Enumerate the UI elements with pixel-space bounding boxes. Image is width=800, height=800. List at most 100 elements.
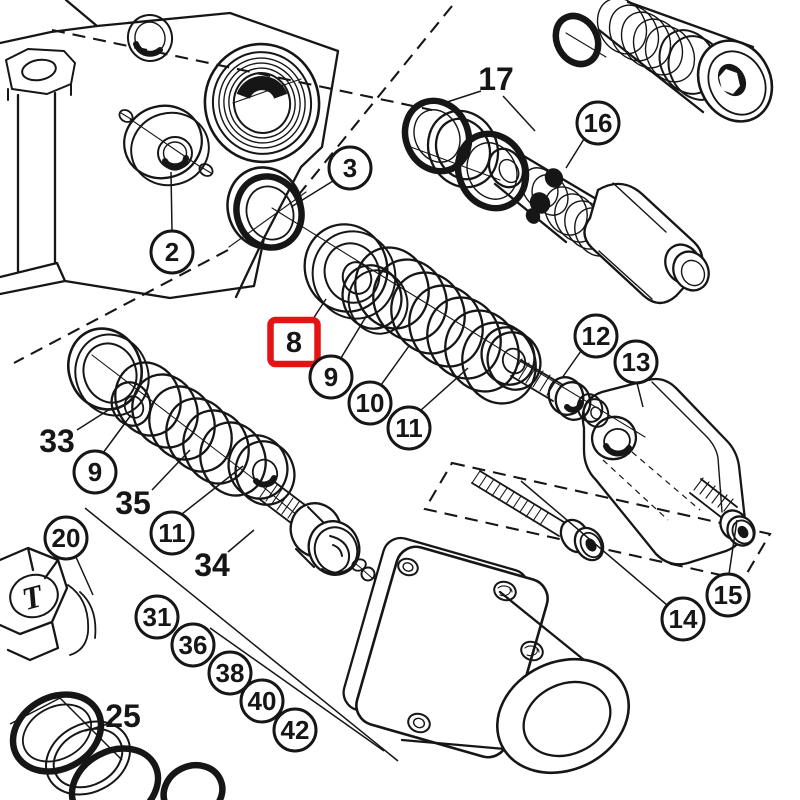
callout-balloon [613, 339, 659, 385]
drawing-ellipse [547, 376, 585, 416]
callout-leader-9 [102, 414, 132, 454]
callout-number: 35 [115, 485, 151, 521]
drawing-ellipse [67, 327, 143, 411]
drawing-ellipse [52, 727, 124, 789]
callout-balloon [573, 313, 619, 359]
drawing-ellipse [9, 573, 59, 619]
callout-leader-9 [340, 314, 368, 359]
drawing-ellipse [498, 158, 520, 184]
callout-balloon [134, 594, 180, 640]
callout-number: 15 [714, 580, 743, 610]
spring-35 [114, 361, 267, 497]
thread-hatch [511, 358, 558, 396]
stud-and-nut-12 [510, 358, 610, 428]
part-callout-15[interactable]: 15 [705, 572, 751, 618]
drawing-ellipse [228, 67, 296, 139]
part-callout-9[interactable]: 9 [72, 449, 118, 495]
part-callout-11[interactable]: 11 [149, 510, 195, 556]
spring-10 [354, 246, 537, 405]
drawing-ellipse [114, 361, 182, 437]
callout-leader-35 [151, 449, 191, 491]
drawing-ellipse [218, 57, 306, 149]
part-callout-38[interactable]: 38 [207, 650, 253, 696]
callout-leader-11 [419, 367, 469, 412]
part-callout-17[interactable]: 17 [478, 61, 514, 97]
part-callout-34[interactable]: 34 [194, 547, 230, 583]
part-callout-40[interactable]: 40 [239, 678, 285, 724]
cover-bore [590, 415, 638, 461]
drawing-ellipse [480, 326, 536, 386]
callout-number: 16 [584, 108, 613, 138]
part-callout-42[interactable]: 42 [272, 707, 318, 753]
drawing-path [497, 585, 513, 597]
drawing-ellipse [131, 373, 199, 449]
part-callout-33[interactable]: 33 [39, 423, 75, 459]
drawing-ellipse [680, 259, 706, 287]
part-callout-35[interactable]: 35 [115, 485, 151, 521]
adjusting-screw-34 [257, 479, 361, 576]
part-callout-2[interactable]: 2 [149, 229, 195, 275]
callout-leader-10 [380, 345, 410, 386]
o-ring-set-25 [9, 691, 226, 800]
part-callout-12[interactable]: 12 [573, 313, 619, 359]
callout-balloon [347, 380, 393, 426]
drawing-ellipse [307, 520, 361, 576]
callout-balloon [43, 515, 89, 561]
hex-plug-20: T [0, 546, 97, 662]
part-callout-11[interactable]: 11 [386, 405, 432, 451]
drawing-ellipse [182, 409, 250, 485]
set-screw [118, 109, 134, 123]
highlight-box [267, 316, 321, 368]
callout-number: 33 [39, 423, 75, 459]
part-callout-13[interactable]: 13 [613, 339, 659, 385]
highlighted-part-callout-8[interactable]: 8 [267, 316, 321, 368]
drawing-ellipse [579, 531, 603, 559]
callout-leader-11 [181, 465, 244, 515]
drawing-ellipse [211, 51, 313, 155]
drawing-path [0, 546, 69, 662]
o-ring [160, 761, 226, 800]
drawing-ellipse [223, 62, 301, 144]
drawing-ellipse [554, 381, 592, 421]
callout-number: 13 [622, 347, 651, 377]
drawing-path [651, 381, 723, 513]
callout-leader-3 [290, 180, 334, 208]
thread-hatch [471, 470, 549, 526]
drawing-path [129, 118, 203, 169]
callout-bracket-17 [440, 90, 482, 105]
part-callout-10[interactable]: 10 [347, 380, 393, 426]
cross-hole [525, 208, 541, 224]
bolt-hole [397, 557, 419, 577]
drawing-ellipse [123, 104, 203, 180]
drawing-ellipse [426, 296, 502, 380]
hidden-bore-lines [602, 451, 701, 521]
part-callout-36[interactable]: 36 [170, 622, 216, 668]
drawing-ellipse [582, 398, 610, 428]
part-callout-14[interactable]: 14 [660, 596, 706, 642]
drawing-ellipse [354, 246, 430, 330]
solenoid-assembly [342, 536, 631, 775]
end-washer [576, 393, 604, 423]
part-callout-31[interactable]: 31 [134, 594, 180, 640]
part-callout-25[interactable]: 25 [105, 698, 141, 734]
drawing-ellipse [165, 397, 233, 473]
drawing-ellipse [413, 109, 461, 163]
drawing-ellipse [620, 11, 672, 69]
o-ring-3 [226, 166, 305, 251]
drawing-ellipse [707, 50, 767, 116]
drawing-ellipse [130, 111, 210, 187]
callout-number: 25 [105, 698, 141, 734]
detent-ball [351, 558, 376, 582]
part-callout-20[interactable]: 20 [43, 515, 89, 561]
group-leader-line [84, 507, 399, 762]
part-callout-3[interactable]: 3 [327, 145, 373, 191]
part-callout-9[interactable]: 9 [308, 354, 354, 400]
drawing-path [362, 569, 373, 579]
callout-balloon [705, 572, 751, 618]
callout-balloon [308, 354, 354, 400]
callout-leader-16 [565, 138, 585, 169]
part-callout-16[interactable]: 16 [575, 100, 621, 146]
callout-number: 36 [179, 630, 208, 660]
drawing-ellipse [522, 680, 612, 758]
callout-number: 34 [194, 547, 230, 583]
